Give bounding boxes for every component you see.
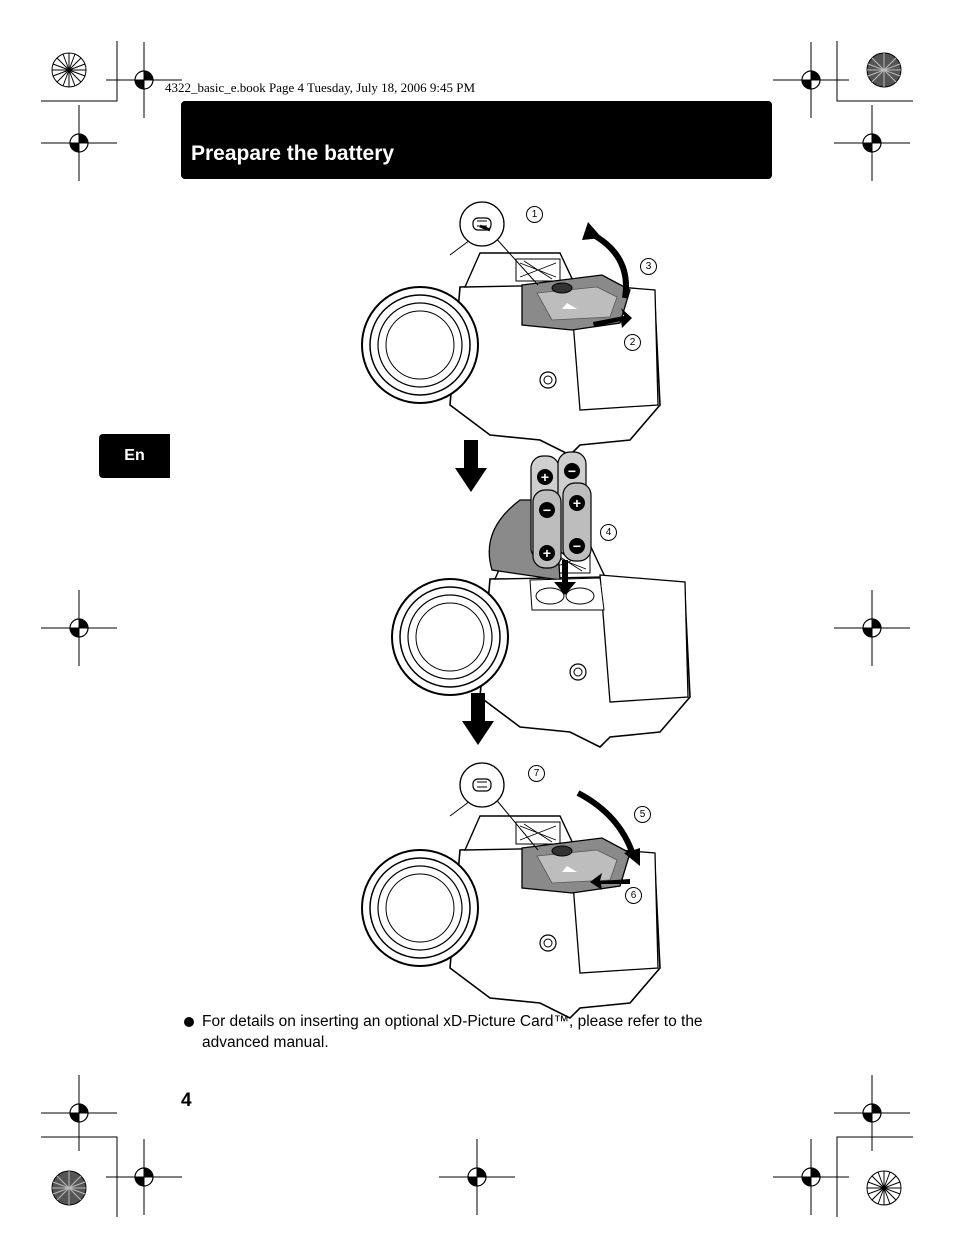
flow-arrow-down-icon <box>455 440 487 492</box>
step-4-label: 4 <box>600 524 617 541</box>
camera-open-cover-illustration <box>361 201 661 456</box>
book-info-line: 4322_basic_e.book Page 4 Tuesday, July 1… <box>165 80 476 95</box>
camera-insert-batteries-illustration <box>391 451 691 748</box>
page-number: 4 <box>181 1090 192 1111</box>
step-6-label: 6 <box>625 887 642 904</box>
bullet-icon <box>184 1017 194 1027</box>
step-7-label: 7 <box>528 765 545 782</box>
battery-plus-sign: + <box>572 495 582 511</box>
section-title-bar: Preapare the battery <box>181 101 772 179</box>
battery-minus-sign: − <box>572 538 582 554</box>
note-text: For details on inserting an optional xD-… <box>202 1013 703 1051</box>
battery-cells <box>530 451 592 569</box>
registration-marks <box>40 41 913 1217</box>
battery-minus-sign: − <box>567 463 577 479</box>
step-3-label: 3 <box>640 258 657 275</box>
battery-plus-sign: + <box>540 469 550 485</box>
note-item: For details on inserting an optional xD-… <box>184 1011 764 1053</box>
step-5-label: 5 <box>634 806 651 823</box>
step-2-label: 2 <box>624 334 641 351</box>
battery-minus-sign: − <box>542 502 552 518</box>
language-tab-label: En <box>124 447 145 464</box>
step-1-label: 1 <box>526 206 543 223</box>
language-tab: En <box>99 434 170 478</box>
camera-close-cover-illustration <box>361 762 661 1019</box>
battery-plus-sign: + <box>542 545 552 561</box>
page-title: Preapare the battery <box>191 142 395 165</box>
